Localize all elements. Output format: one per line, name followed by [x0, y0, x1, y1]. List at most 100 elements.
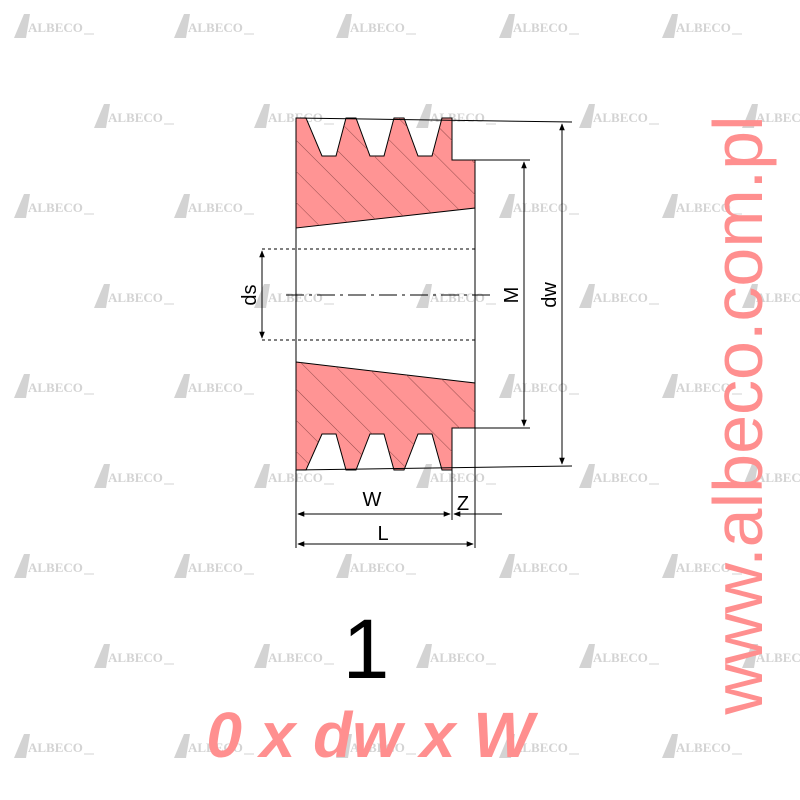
svg-text:ALBECO: ALBECO [28, 200, 83, 215]
svg-text:ALBECO: ALBECO [268, 110, 323, 125]
watermark-logo: ALBECO [662, 554, 742, 578]
svg-text:ALBECO: ALBECO [513, 380, 568, 395]
watermark-logo: ALBECO [336, 734, 416, 758]
watermark-grid: ALBECO ALBECO ALBECO ALBECO ALBECO ALBECO ALBE… [14, 14, 800, 758]
watermark-logo: ALBECO [416, 284, 496, 308]
svg-text:ALBECO: ALBECO [188, 200, 243, 215]
svg-text:ALBECO: ALBECO [28, 20, 83, 35]
watermark-logo: ALBECO [336, 554, 416, 578]
svg-text:ALBECO: ALBECO [676, 740, 731, 755]
watermark-logo: ALBECO [94, 644, 174, 668]
svg-text:ALBECO: ALBECO [108, 470, 163, 485]
svg-text:ALBECO: ALBECO [756, 470, 800, 485]
svg-text:ALBECO: ALBECO [108, 290, 163, 305]
watermark-logo: ALBECO [742, 104, 800, 128]
watermark-logo: ALBECO [499, 554, 579, 578]
svg-text:ALBECO: ALBECO [350, 740, 405, 755]
pulley-cross-section: dw M ds W Z L [239, 117, 573, 548]
svg-text:ALBECO: ALBECO [676, 380, 731, 395]
watermark-logo: ALBECO [174, 734, 254, 758]
label-m: M [501, 287, 523, 304]
watermark-logo: ALBECO [254, 644, 334, 668]
label-dw: dw [539, 282, 561, 308]
svg-text:ALBECO: ALBECO [593, 290, 648, 305]
watermark-logo: ALBECO [662, 14, 742, 38]
svg-text:ALBECO: ALBECO [756, 650, 800, 665]
watermark-logo: ALBECO [742, 644, 800, 668]
svg-text:ALBECO: ALBECO [430, 110, 485, 125]
svg-text:ALBECO: ALBECO [593, 110, 648, 125]
svg-text:ALBECO: ALBECO [350, 20, 405, 35]
watermark-logo: ALBECO [416, 644, 496, 668]
watermark-logo: ALBECO [662, 374, 742, 398]
watermark-logo: ALBECO [579, 644, 659, 668]
label-l: L [377, 523, 388, 545]
watermark-logo: ALBECO [499, 194, 579, 218]
svg-text:ALBECO: ALBECO [513, 560, 568, 575]
svg-text:ALBECO: ALBECO [676, 20, 731, 35]
website-url: www.albeco.com.pl [699, 115, 777, 715]
watermark-logo: ALBECO [94, 284, 174, 308]
groove-count: 1 [343, 602, 390, 696]
watermark-logo: ALBECO [499, 734, 579, 758]
svg-text:ALBECO: ALBECO [513, 740, 568, 755]
watermark-logo: ALBECO [499, 374, 579, 398]
watermark-logo: ALBECO [416, 464, 496, 488]
watermark-logo: ALBECO [14, 14, 94, 38]
label-ds: ds [239, 284, 261, 305]
watermark-logo: ALBECO [94, 464, 174, 488]
svg-text:ALBECO: ALBECO [188, 560, 243, 575]
svg-text:ALBECO: ALBECO [28, 740, 83, 755]
svg-text:ALBECO: ALBECO [676, 200, 731, 215]
watermark-logo: ALBECO [254, 464, 334, 488]
svg-text:ALBECO: ALBECO [676, 560, 731, 575]
svg-text:ALBECO: ALBECO [268, 290, 323, 305]
watermark-logo: ALBECO [174, 374, 254, 398]
watermark-logo: ALBECO [14, 734, 94, 758]
svg-text:ALBECO: ALBECO [513, 200, 568, 215]
svg-text:ALBECO: ALBECO [268, 470, 323, 485]
watermark-logo: ALBECO [174, 194, 254, 218]
svg-text:ALBECO: ALBECO [756, 290, 800, 305]
svg-text:ALBECO: ALBECO [513, 20, 568, 35]
pulley-bottom-hatch [296, 362, 475, 470]
watermark-logo: ALBECO [14, 194, 94, 218]
watermark-logo: ALBECO [499, 14, 579, 38]
watermark-logo: ALBECO [174, 14, 254, 38]
label-w: W [363, 489, 382, 511]
watermark-logo: ALBECO [416, 104, 496, 128]
watermark-logo: ALBECO [174, 554, 254, 578]
svg-text:ALBECO: ALBECO [108, 110, 163, 125]
svg-text:ALBECO: ALBECO [430, 470, 485, 485]
label-z: Z [457, 493, 469, 515]
watermark-logo: ALBECO [254, 284, 334, 308]
svg-text:ALBECO: ALBECO [188, 20, 243, 35]
watermark-logo: ALBECO [94, 104, 174, 128]
watermark-logo: ALBECO [579, 284, 659, 308]
watermark-logo: ALBECO [742, 284, 800, 308]
svg-text:ALBECO: ALBECO [28, 560, 83, 575]
svg-text:ALBECO: ALBECO [593, 650, 648, 665]
svg-text:ALBECO: ALBECO [188, 380, 243, 395]
svg-text:ALBECO: ALBECO [430, 650, 485, 665]
watermark-logo: ALBECO [662, 194, 742, 218]
watermark-logo: ALBECO [14, 554, 94, 578]
watermark-logo: ALBECO [579, 104, 659, 128]
watermark-logo: ALBECO [14, 374, 94, 398]
watermark-logo: ALBECO [742, 464, 800, 488]
watermark-logo: ALBECO [579, 464, 659, 488]
svg-text:ALBECO: ALBECO [108, 650, 163, 665]
size-formula: 0 x dw x W [206, 699, 538, 771]
watermark-logo: ALBECO [336, 14, 416, 38]
svg-text:ALBECO: ALBECO [188, 740, 243, 755]
pulley-top-hatch [296, 118, 475, 228]
watermark-logo: ALBECO [254, 104, 334, 128]
svg-text:ALBECO: ALBECO [268, 650, 323, 665]
svg-text:ALBECO: ALBECO [28, 380, 83, 395]
svg-text:ALBECO: ALBECO [756, 110, 800, 125]
watermark-logo: ALBECO [662, 734, 742, 758]
svg-text:ALBECO: ALBECO [593, 470, 648, 485]
svg-text:ALBECO: ALBECO [430, 290, 485, 305]
svg-text:ALBECO: ALBECO [350, 560, 405, 575]
